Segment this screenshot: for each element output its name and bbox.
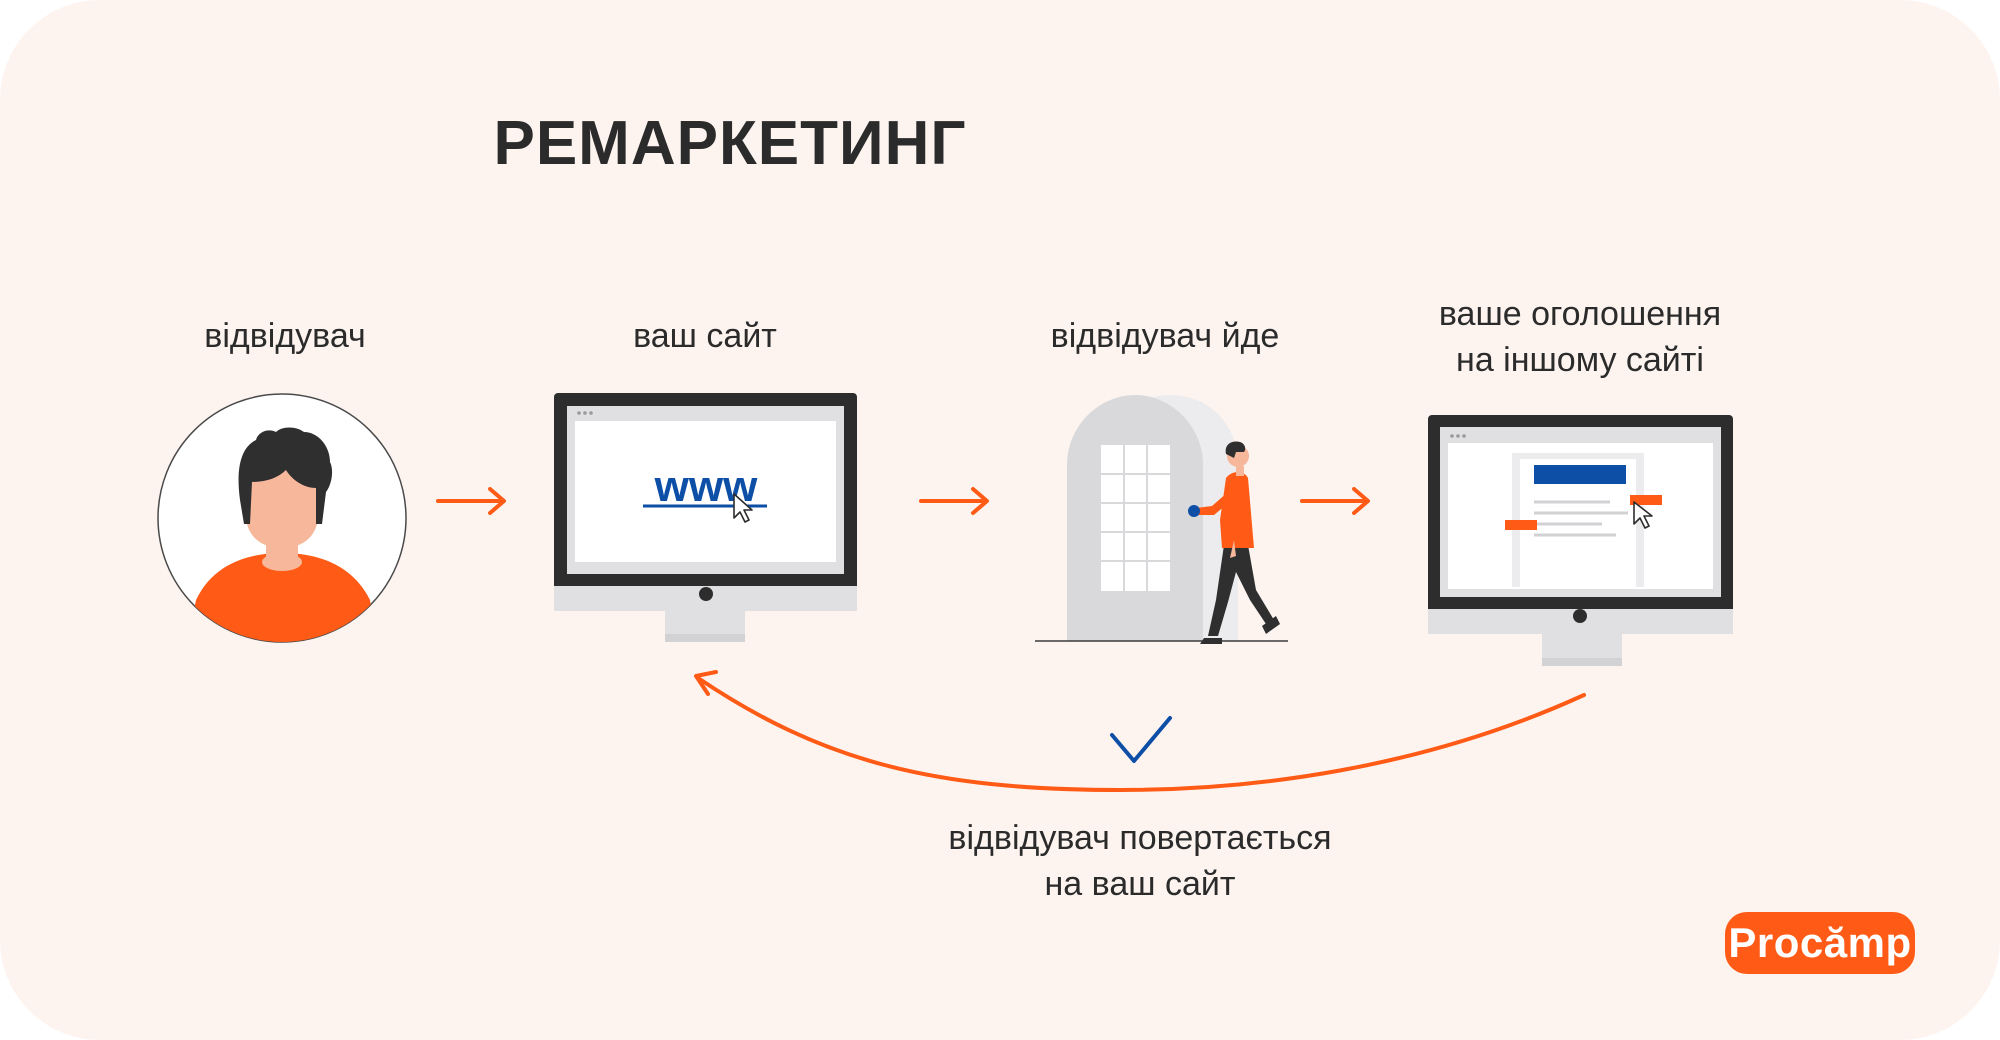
return-label-line1: відвідувач повертається [948,819,1332,857]
step-label-visitor-leaves: відвідувач йде [1050,317,1280,355]
step-label-your-ad-line2: на іншому сайті [1456,341,1704,379]
page-title: РЕМАРКЕТИНГ [493,109,967,178]
checkmark-icon [1110,716,1172,763]
monitor-ad-icon [1428,415,1733,666]
procamp-logo: Procămp [1725,912,1915,974]
return-label: відвідувач повертається на ваш сайт [860,815,1420,907]
step-label-your-site: ваш сайт [633,317,777,355]
arrow-right-icon [436,487,506,515]
cursor-icon [733,493,753,523]
monitor-icon: www [554,393,857,642]
arrow-right-icon [919,487,989,515]
arrow-right-icon [1300,487,1370,515]
step-label-your-ad-line1: ваше оголошення [1438,295,1722,333]
door-icon [1035,395,1288,642]
return-label-line2: на ваш сайт [1044,865,1236,903]
curved-arrow-icon [694,670,1586,793]
person-avatar-icon [157,393,407,643]
cursor-icon [1633,501,1653,529]
step-label-your-ad: ваше оголошення на іншому сайті [1370,291,1790,383]
walking-person-icon [1188,441,1280,644]
step-label-visitor: відвідувач [204,317,366,355]
